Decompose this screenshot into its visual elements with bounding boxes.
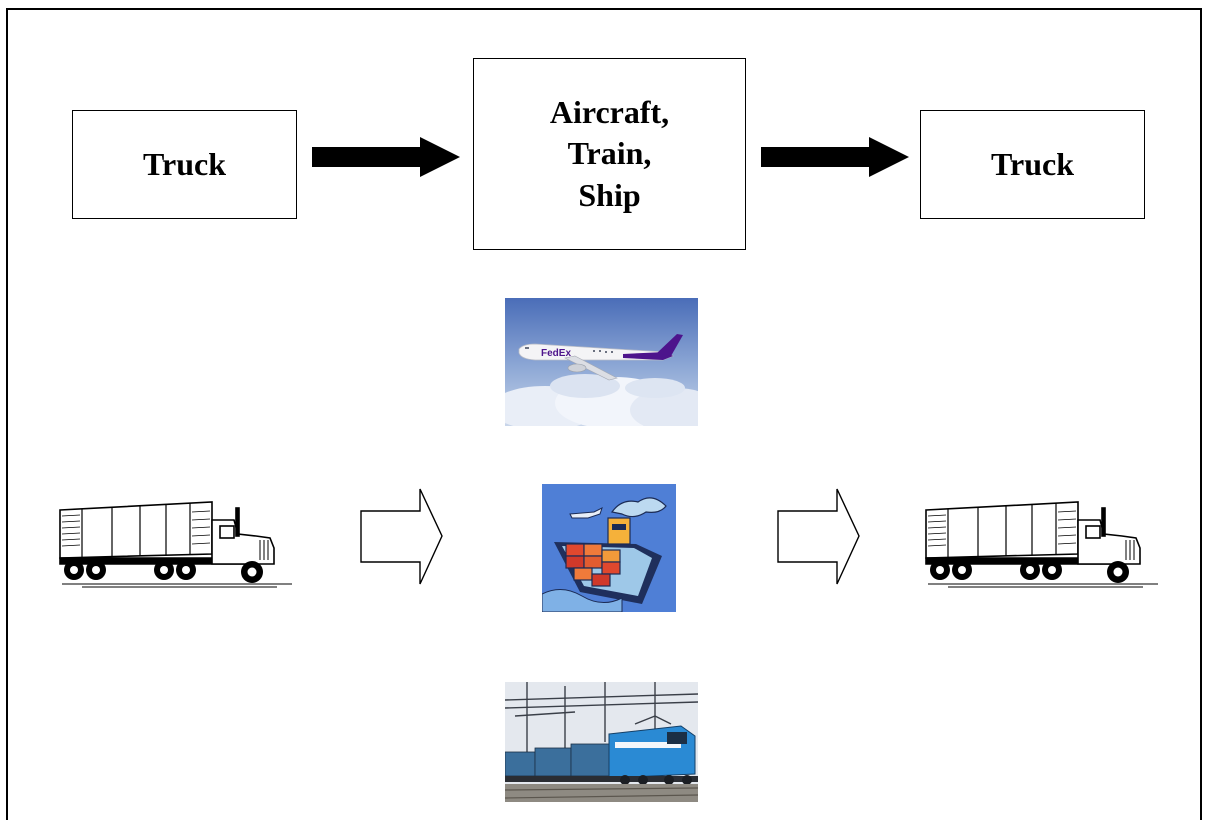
truck-image-left [59,501,292,588]
truck-image-right [925,501,1158,588]
ship-image [542,484,676,612]
solid-arrow-left [312,137,460,177]
transport-mode-train-label: Train, [567,135,652,172]
transport-modes-box: Aircraft, Train, Ship [473,58,746,250]
transport-mode-aircraft-label: Aircraft, [549,93,670,130]
solid-arrow-right [761,137,909,177]
hollow-arrow-right [777,488,860,585]
fedex-logo-text: FedEx [541,348,571,359]
truck-box-right: Truck [920,110,1145,219]
train-image [505,682,698,802]
diagram-frame [6,8,1202,820]
aircraft-image: FedEx [505,298,698,426]
transport-mode-ship-label: Ship [578,176,641,213]
truck-box-left-label: Truck [143,145,226,182]
truck-box-right-label: Truck [991,145,1074,182]
truck-box-left: Truck [72,110,297,219]
hollow-arrow-left [360,488,443,585]
